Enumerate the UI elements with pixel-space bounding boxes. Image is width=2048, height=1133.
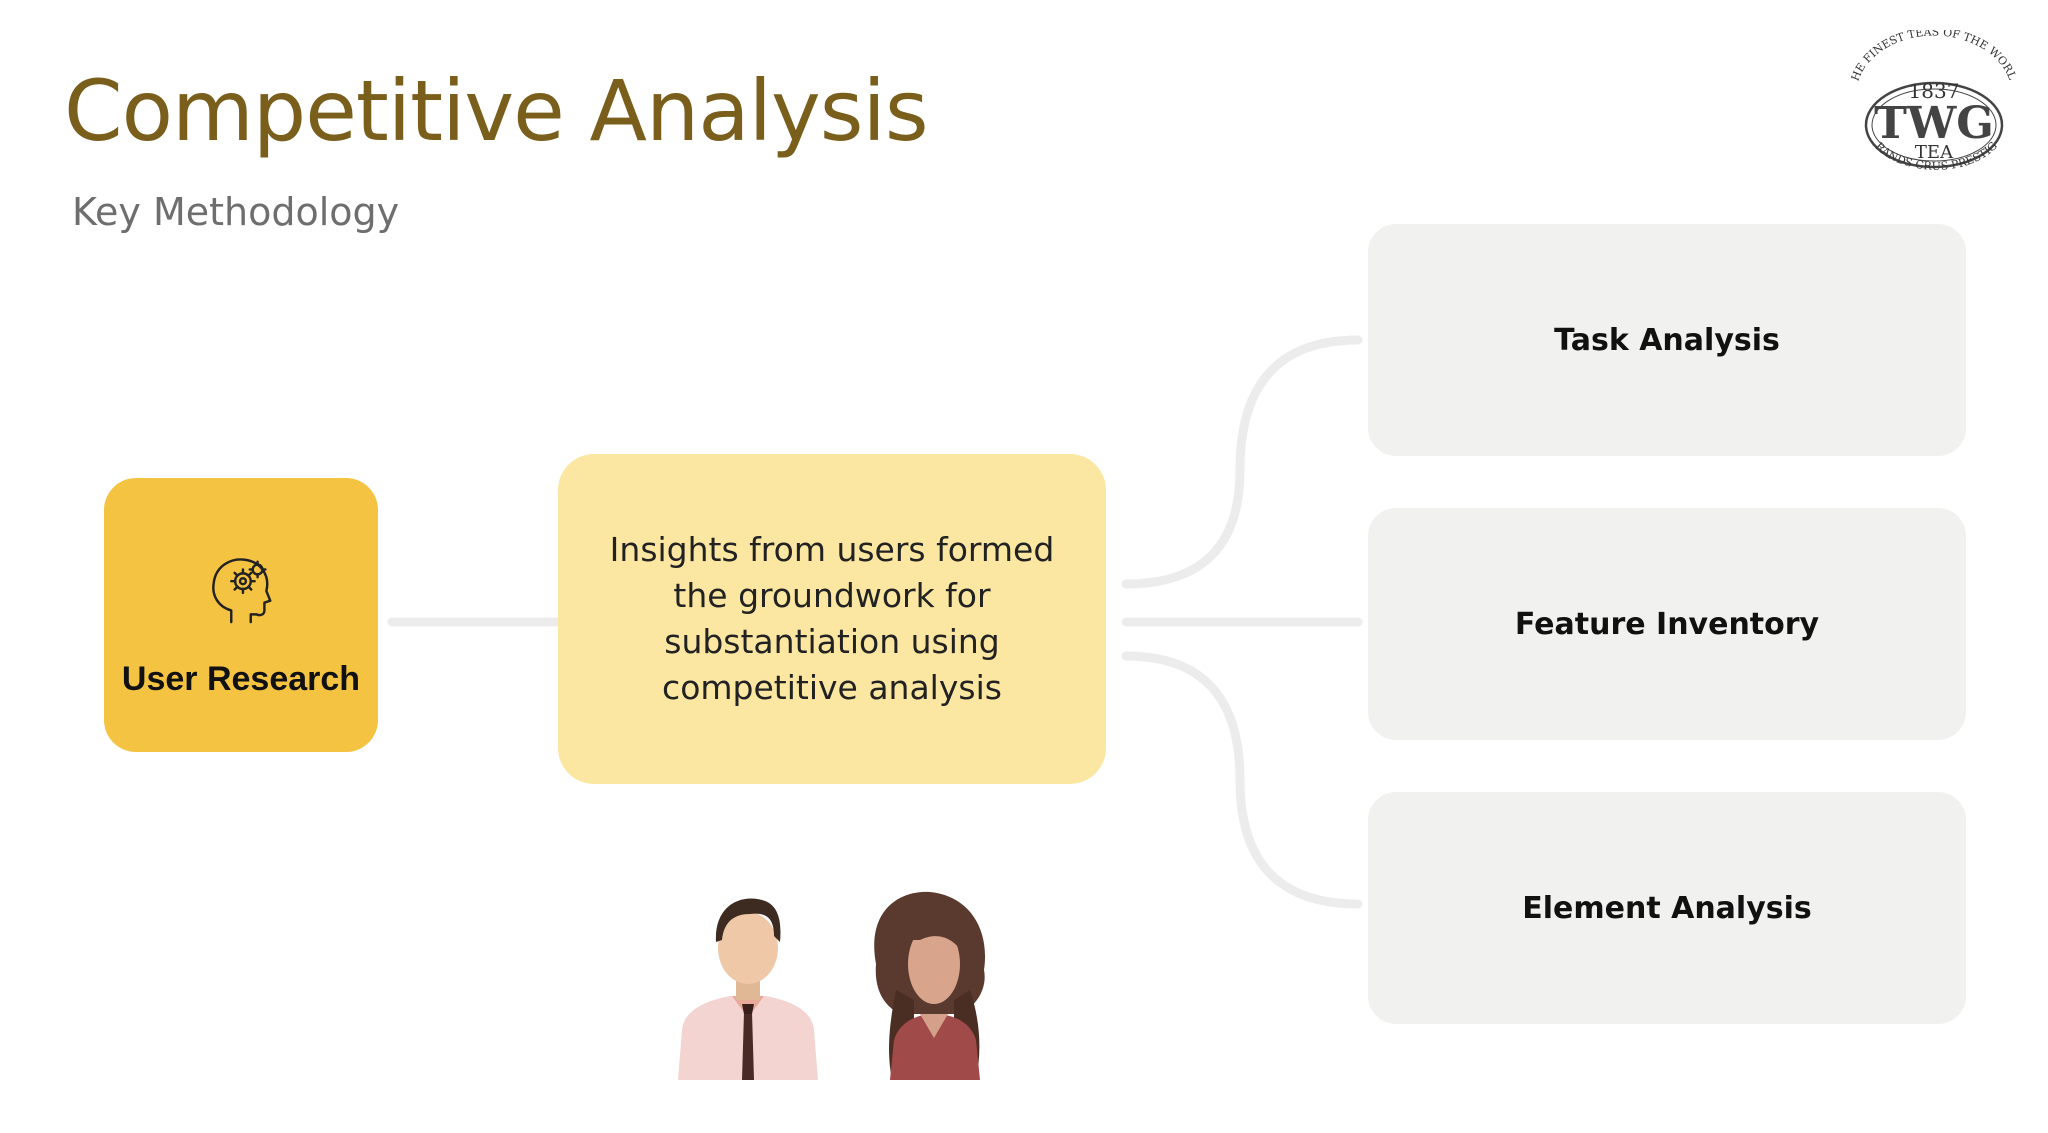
head-gears-icon xyxy=(202,550,280,628)
user-research-label: User Research xyxy=(104,660,378,699)
woman-avatar xyxy=(874,892,985,1080)
insight-text: Insights from users formed the groundwor… xyxy=(592,527,1072,711)
insight-box: Insights from users formed the groundwor… xyxy=(558,454,1106,784)
two-users-illustration xyxy=(670,880,1040,1080)
element-analysis-card: Element Analysis xyxy=(1368,792,1966,1024)
user-research-box: User Research xyxy=(104,478,378,752)
connector-insight-element xyxy=(1126,656,1358,904)
connector-insight-task xyxy=(1126,340,1358,584)
feature-inventory-label: Feature Inventory xyxy=(1515,607,1819,642)
man-avatar xyxy=(678,899,818,1080)
element-analysis-label: Element Analysis xyxy=(1522,891,1812,926)
feature-inventory-card: Feature Inventory xyxy=(1368,508,1966,740)
task-analysis-label: Task Analysis xyxy=(1554,323,1780,358)
task-analysis-card: Task Analysis xyxy=(1368,224,1966,456)
